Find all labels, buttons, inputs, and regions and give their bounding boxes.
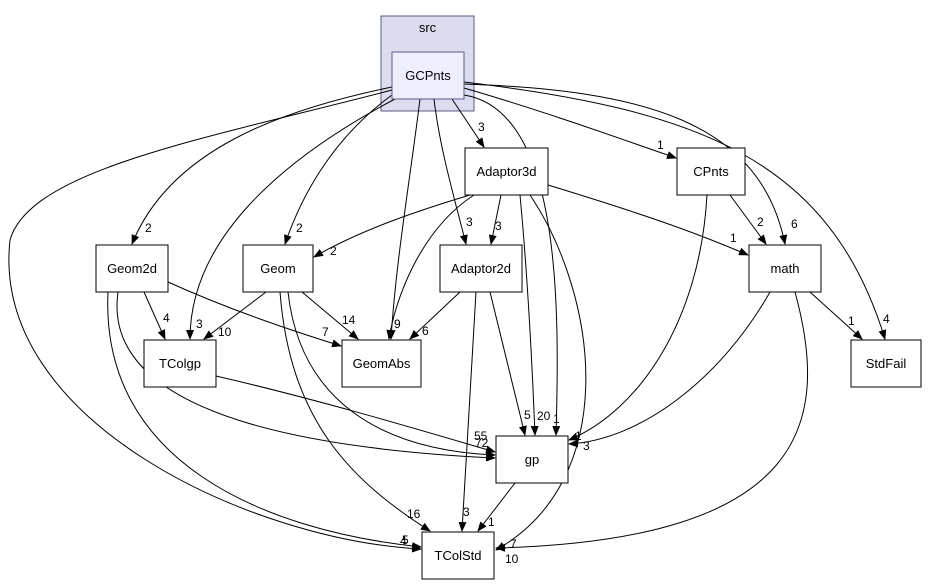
node-adaptor2d[interactable]: Adaptor2d (439, 244, 523, 293)
edge-label-gcpnts-to-geom2d: 2 (145, 221, 152, 235)
edge-adaptor2d-to-geomabs (409, 291, 461, 340)
edge-adaptor3d-to-geom (313, 194, 471, 258)
edge-cpnts-to-gp (568, 194, 708, 441)
edge-gcpnts-to-tcolstd (8, 89, 422, 553)
edge-label-adaptor3d-to-adaptor2d: 3 (495, 219, 502, 233)
edge-geom2d-to-tcolstd (107, 291, 422, 551)
node-tcolstd[interactable]: TColStd (421, 531, 495, 580)
edge-label-adaptor3d-to-tcolstd: 7 (510, 537, 517, 551)
edge-label-gcpnts-to-math: 6 (791, 217, 798, 231)
edge-adaptor3d-to-tcolstd (495, 194, 587, 551)
edge-label-adaptor3d-to-geom: 2 (330, 244, 337, 258)
edge-label-math-to-tcolstd: 10 (505, 552, 519, 566)
edge-label-adaptor2d-to-tcolstd: 3 (463, 505, 470, 519)
edge-label-adaptor3d-to-math: 1 (730, 231, 737, 245)
edge-geom-to-gp (287, 291, 496, 459)
edge-math-to-gp (568, 291, 771, 448)
edge-label-adaptor2d-to-geomabs: 6 (422, 324, 429, 338)
node-label-adaptor2d: Adaptor2d (451, 261, 511, 276)
edge-gcpnts-to-geom2d (131, 86, 393, 245)
edge-adaptor2d-to-tcolstd (458, 291, 477, 532)
edge-adaptor3d-to-geomabs (386, 194, 475, 340)
edge-gcpnts-to-tcolgp (186, 98, 396, 340)
edge-label-gcpnts-to-geomabs: 9 (394, 317, 401, 331)
edge-label-gp-to-tcolstd: 1 (488, 515, 495, 529)
edge-adaptor3d-to-math (547, 184, 749, 256)
edge-geom2d-to-tcolgp (143, 291, 166, 340)
edge-label-gcpnts-to-adaptor2d: 3 (466, 215, 473, 229)
edge-gcpnts-to-gp (463, 94, 561, 436)
edge-label-cpnts-to-math: 2 (757, 215, 764, 229)
node-label-adaptor3d: Adaptor3d (477, 164, 537, 179)
edges-layer (8, 81, 887, 553)
node-math[interactable]: math (748, 244, 822, 293)
node-label-math: math (771, 261, 800, 276)
node-label-gp: gp (525, 452, 539, 467)
edge-label-gcpnts-to-geom: 2 (296, 221, 303, 235)
node-gcpnts[interactable]: GCPnts (391, 51, 465, 100)
edge-label-adaptor3d-to-gp: 20 (537, 409, 551, 423)
edge-tcolgp-to-gp (215, 375, 496, 454)
edge-label-math-to-gp: 3 (583, 439, 590, 453)
node-label-geom2d: Geom2d (107, 261, 157, 276)
edge-geom-to-geomabs (301, 291, 359, 340)
node-geom[interactable]: Geom (242, 244, 314, 293)
edge-label-gcpnts-to-tcolgp: 3 (196, 317, 203, 331)
edge-geom-to-tcolgp (203, 291, 267, 340)
edge-label-geom2d-to-tcolgp: 4 (163, 311, 170, 325)
edge-math-to-stdfail (809, 291, 863, 340)
cluster-label: src (419, 20, 437, 35)
edge-geom-to-tcolstd (279, 291, 431, 532)
edge-label-geom2d-to-geomabs: 7 (322, 325, 329, 339)
edge-adaptor3d-to-adaptor2d (488, 194, 502, 245)
edge-label-geom-to-tcolstd: 16 (407, 507, 421, 521)
edge-gcpnts-to-stdfail (463, 81, 887, 340)
edge-adaptor3d-to-gp (519, 194, 539, 436)
node-stdfail[interactable]: StdFail (850, 339, 922, 388)
node-label-geom: Geom (260, 261, 295, 276)
edge-label-gcpnts-to-gp: 1 (553, 412, 560, 426)
node-label-cpnts: CPnts (693, 164, 729, 179)
node-label-geomabs: GeomAbs (353, 356, 411, 371)
node-label-gcpnts: GCPnts (405, 68, 451, 83)
edge-label-gcpnts-to-stdfail: 4 (883, 312, 890, 326)
node-label-tcolstd: TColStd (435, 548, 482, 563)
edge-label-math-to-stdfail: 1 (848, 314, 855, 328)
edge-label-geom-to-tcolgp: 10 (218, 325, 232, 339)
edge-gcpnts-to-adaptor3d (451, 98, 485, 148)
node-gp[interactable]: gp (495, 435, 569, 484)
edge-label-geom2d-to-tcolstd: 5 (402, 533, 409, 547)
node-tcolgp[interactable]: TColgp (143, 339, 217, 388)
edge-label-adaptor2d-to-gp: 5 (524, 408, 531, 422)
node-label-stdfail: StdFail (866, 356, 907, 371)
node-adaptor3d[interactable]: Adaptor3d (464, 147, 549, 196)
node-geom2d[interactable]: Geom2d (95, 244, 169, 293)
edge-gp-to-tcolstd (477, 482, 516, 532)
edge-gcpnts-to-math (463, 83, 788, 245)
edge-label-gcpnts-to-adaptor3d: 3 (478, 120, 485, 134)
node-cpnts[interactable]: CPnts (676, 147, 746, 196)
edge-geom2d-to-geomabs (167, 281, 342, 348)
edge-label-geom2d-to-gp: 72 (475, 436, 489, 450)
edge-label-geom-to-gp: 55 (474, 429, 488, 443)
edge-geom2d-to-gp (116, 291, 496, 462)
edge-label-gcpnts-to-cpnts: 1 (657, 138, 664, 152)
edge-gcpnts-to-geomabs (387, 98, 421, 340)
edge-label-cpnts-to-gp: 1 (575, 429, 582, 443)
edge-gcpnts-to-cpnts (463, 87, 677, 159)
edge-cpnts-to-math (729, 194, 767, 245)
edge-gcpnts-to-adaptor2d (433, 98, 468, 245)
edge-adaptor2d-to-gp (489, 291, 527, 436)
node-label-tcolgp: TColgp (159, 356, 201, 371)
node-geomabs[interactable]: GeomAbs (341, 339, 422, 388)
edge-math-to-tcolstd (495, 291, 809, 552)
edge-label-gcpnts-to-tcolstd: 4 (400, 534, 407, 548)
edge-label-geom-to-geomabs: 14 (342, 313, 356, 327)
